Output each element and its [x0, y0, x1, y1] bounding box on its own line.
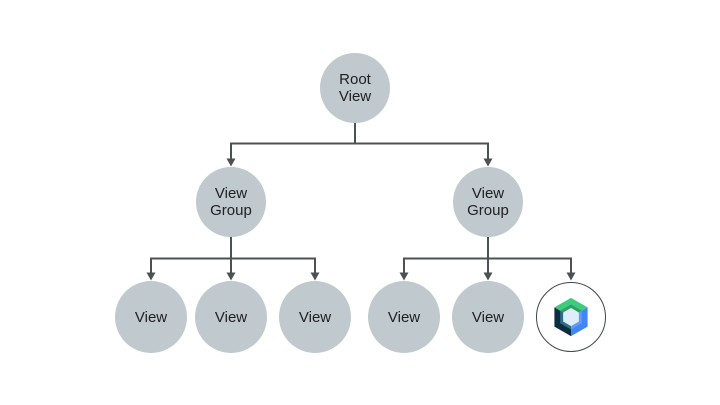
node-label: View: [298, 308, 332, 326]
arrowhead-icon: [483, 272, 493, 281]
node-compose: [536, 282, 606, 352]
node-root-view: Root View: [320, 53, 390, 123]
arrowhead-icon: [399, 272, 409, 281]
arrowhead-icon: [483, 158, 493, 167]
arrowheads: [146, 158, 576, 281]
node-label: View: [214, 308, 248, 326]
node-label: View: [338, 88, 372, 105]
arrowhead-icon: [226, 272, 236, 281]
arrowhead-icon: [146, 272, 156, 281]
connector-lines: [150, 123, 572, 273]
arrowhead-icon: [566, 272, 576, 281]
node-view-2: View: [195, 281, 267, 353]
node-view-1: View: [115, 281, 187, 353]
jetpack-compose-icon: [554, 297, 588, 337]
node-label: View: [214, 185, 248, 202]
node-label: Group: [210, 202, 252, 219]
node-label: View: [134, 308, 168, 326]
node-view-group-right: View Group: [453, 167, 523, 237]
node-view-5: View: [452, 281, 524, 353]
compose-logo-center-hex: [563, 307, 579, 327]
node-label: View: [471, 308, 505, 326]
node-view-group-left: View Group: [196, 167, 266, 237]
node-label: Root: [339, 71, 371, 88]
arrowhead-icon: [226, 158, 236, 167]
node-label: View: [387, 308, 421, 326]
node-view-4: View: [368, 281, 440, 353]
node-view-3: View: [279, 281, 351, 353]
node-label: View: [471, 185, 505, 202]
arrowhead-icon: [310, 272, 320, 281]
node-label: Group: [467, 202, 509, 219]
